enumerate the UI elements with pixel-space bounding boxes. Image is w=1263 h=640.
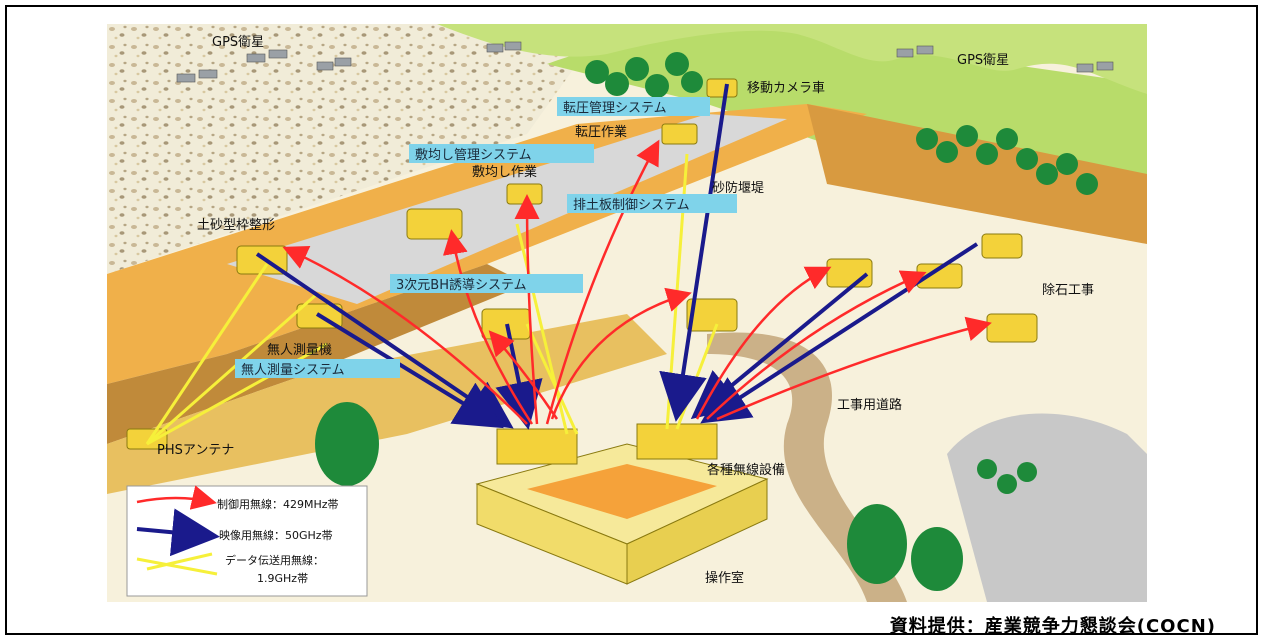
legend-control-arrow — [136, 485, 217, 510]
system-label-bh: 3次元BH誘導システム — [396, 277, 527, 293]
legend-control-label: 制御用無線：429MHz帯 — [217, 497, 339, 511]
system-label-spreading: 敷均し管理システム — [415, 148, 532, 163]
gps-label-left: GPS衛星 — [212, 35, 264, 50]
tree-cluster — [315, 52, 1098, 591]
system-label-compaction: 転圧管理システム — [563, 101, 667, 116]
legend-video-arrow — [136, 508, 220, 557]
control-room-label: 操作室 — [705, 570, 744, 586]
spreading-work-label: 敷均し作業 — [472, 164, 537, 180]
compaction-work-label: 転圧作業 — [575, 124, 627, 140]
control-radio-arrows — [282, 139, 992, 425]
construction-diagram: GPS衛星 GPS衛星 移動カメラ車 転圧作業 敷均し作業 砂防堰堤 土砂型枠整… — [107, 24, 1147, 602]
legend-data-label-2: 1.9GHz帯 — [257, 572, 308, 585]
system-box-bh: 3次元BH誘導システム — [390, 274, 583, 293]
legend: 制御用無線：429MHz帯 映像用無線：50GHz帯 データ伝送用無線： 1.9… — [126, 485, 368, 597]
dam-face — [107, 264, 527, 444]
legend-data-line — [136, 552, 218, 576]
mobile-camera-label: 移動カメラ車 — [747, 81, 825, 96]
rock-hill — [947, 413, 1147, 602]
satellite-icon — [176, 41, 1114, 83]
legend-data-label-1: データ伝送用無線： — [225, 553, 324, 567]
phs-antenna-label: PHSアンテナ — [157, 443, 234, 458]
source-credit: 資料提供：産業競争力懇談会(COCN) — [889, 616, 1216, 637]
grass-hill-top — [407, 24, 1147, 94]
system-box-blade: 排土板制御システム — [567, 194, 737, 213]
lower-terrace — [107, 314, 667, 494]
gps-label-right: GPS衛星 — [957, 53, 1009, 68]
system-label-survey: 無人測量システム — [241, 363, 345, 378]
system-box-spreading: 敷均し管理システム — [409, 144, 594, 163]
legend-video-label: 映像用無線：50GHz帯 — [219, 528, 333, 542]
sabo-dam-label: 砂防堰堤 — [712, 180, 764, 196]
dam-right — [807, 104, 1147, 244]
system-box-compaction: 転圧管理システム — [557, 97, 710, 116]
earth-frame-label: 土砂型枠整形 — [197, 218, 275, 233]
survey-machine-label: 無人測量機 — [267, 343, 332, 358]
gravel-slope — [107, 24, 577, 274]
boulder-removal-label: 除石工事 — [1042, 283, 1094, 298]
figure-frame: GPS衛星 GPS衛星 移動カメラ車 転圧作業 敷均し作業 砂防堰堤 土砂型枠整… — [5, 5, 1258, 637]
system-label-blade: 排土板制御システム — [573, 198, 690, 213]
construction-road-label: 工事用道路 — [837, 397, 902, 413]
control-room — [475, 423, 769, 585]
wireless-equipment-label: 各種無線設備 — [707, 462, 785, 478]
system-box-survey: 無人測量システム — [235, 359, 400, 378]
